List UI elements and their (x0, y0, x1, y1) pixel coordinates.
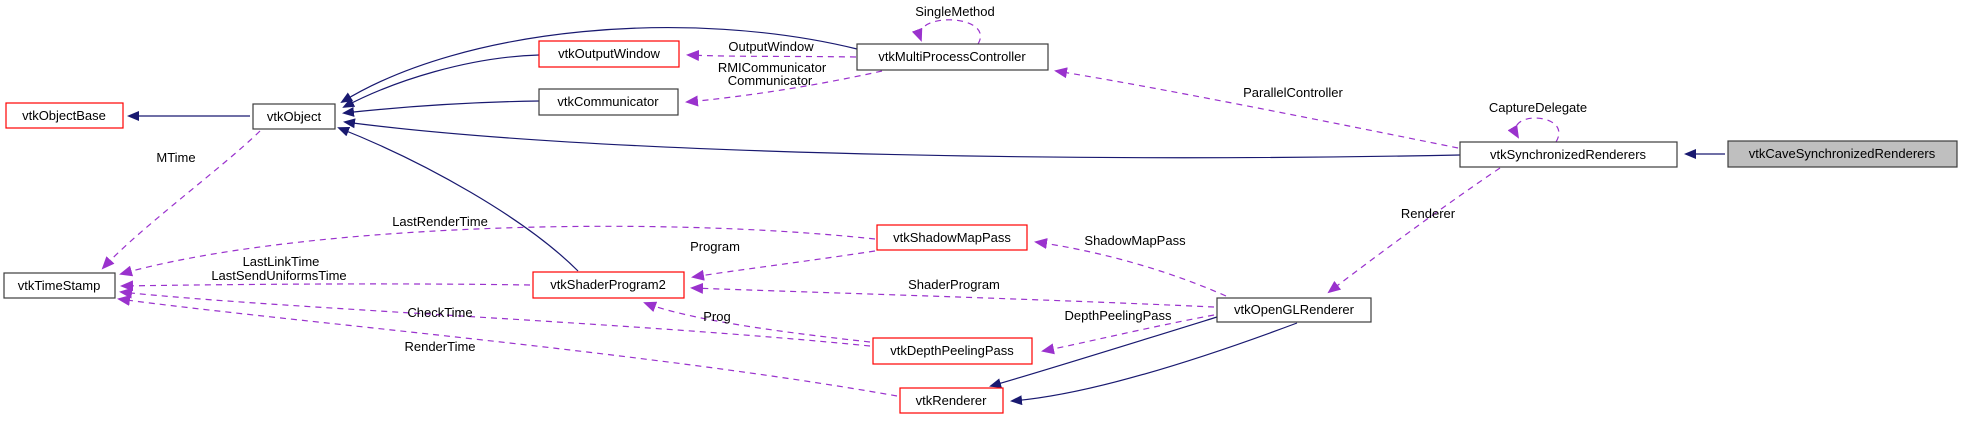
edge-program-member (691, 250, 876, 281)
node-label-vtksynchronizedrenderers: vtkSynchronizedRenderers (1490, 147, 1647, 162)
edge-label-lastsenduniformstime: LastSendUniformsTime (211, 268, 346, 283)
node-label-vtktimestamp: vtkTimeStamp (18, 278, 101, 293)
edge-label-shaderprogram: ShaderProgram (908, 277, 1000, 292)
edge-vtkcommunicator-to-vtkobject (342, 100, 540, 117)
node-vtkshadowmappass[interactable]: vtkShadowMapPass (876, 224, 1028, 251)
node-vtkmultiprocesscontroller[interactable]: vtkMultiProcessController (856, 43, 1049, 71)
node-label-vtkopenglrenderer: vtkOpenGLRenderer (1234, 302, 1355, 317)
node-vtksynchronizedrenderers[interactable]: vtkSynchronizedRenderers (1459, 141, 1678, 168)
edge-vtksynchronizedrenderers-to-vtkobject (343, 118, 1461, 159)
node-label-vtkoutputwindow: vtkOutputWindow (558, 46, 660, 61)
edge-label-renderer: Renderer (1401, 206, 1456, 221)
edge-label-depthpeelingpass: DepthPeelingPass (1065, 308, 1172, 323)
edge-vtkmultiprocesscontroller-to-vtkobject (340, 27, 858, 104)
edge-capturedelegate-selfloop (1507, 117, 1560, 143)
node-label-vtkmultiprocesscontroller: vtkMultiProcessController (878, 49, 1026, 64)
node-vtkcommunicator[interactable]: vtkCommunicator (538, 88, 679, 116)
usage-edges (101, 19, 1560, 397)
edge-label-communicator: Communicator (728, 73, 813, 88)
edge-label-rmicommunicator: RMICommunicator (718, 60, 827, 75)
edge-vtkshaderprogram2-to-vtkobject (337, 127, 579, 272)
node-label-vtkcommunicator: vtkCommunicator (557, 94, 659, 109)
edge-label-lastlinktime: LastLinkTime (243, 254, 320, 269)
node-vtkdepthpeelingpass[interactable]: vtkDepthPeelingPass (872, 337, 1033, 365)
node-vtkoutputwindow[interactable]: vtkOutputWindow (538, 40, 680, 68)
edge-label-lastrendertime: LastRenderTime (392, 214, 488, 229)
node-label-vtkshadowmappass: vtkShadowMapPass (893, 230, 1011, 245)
edge-label-mtime: MTime (156, 150, 195, 165)
edge-label-singlemethod: SingleMethod (915, 4, 995, 19)
node-vtkshaderprogram2[interactable]: vtkShaderProgram2 (532, 271, 685, 299)
node-label-vtkcavesynchronizedrenderers: vtkCaveSynchronizedRenderers (1749, 146, 1936, 161)
node-vtktimestamp[interactable]: vtkTimeStamp (3, 272, 116, 299)
edge-prog-member (643, 301, 871, 343)
nodes: vtkObjectBase vtkObject vtkOutputWindow … (3, 40, 1958, 414)
edge-vtkopenglrenderer-to-vtkrenderer-b (1010, 322, 1298, 406)
edge-depthpeelingpass-member (1041, 314, 1215, 355)
edge-lastlinktime-member (120, 280, 531, 292)
edge-lastrendertime-member (119, 225, 876, 277)
edge-label-shadowmappass: ShadowMapPass (1084, 233, 1186, 248)
edge-vtkoutputwindow-to-vtkobject (342, 54, 540, 108)
edge-outputwindow-member (686, 49, 857, 61)
inheritance-edges (127, 27, 1725, 406)
edge-label-rendertime: RenderTime (404, 339, 475, 354)
node-vtkobjectbase[interactable]: vtkObjectBase (5, 102, 124, 129)
edge-label-parallelcontroller: ParallelController (1243, 85, 1343, 100)
edge-singlemethod-selfloop (911, 19, 981, 45)
edge-shadowmappass-member (1034, 238, 1227, 297)
node-vtkcavesynchronizedrenderers: vtkCaveSynchronizedRenderers (1727, 140, 1958, 168)
node-label-vtkobjectbase: vtkObjectBase (22, 108, 106, 123)
node-label-vtkobject: vtkObject (267, 109, 322, 124)
node-label-vtkdepthpeelingpass: vtkDepthPeelingPass (890, 343, 1014, 358)
edge-checktime-member (119, 287, 871, 347)
edge-label-outputwindow: OutputWindow (728, 39, 814, 54)
edge-parallelcontroller-member (1054, 67, 1459, 149)
edge-renderer-member (1327, 167, 1501, 294)
edge-label-capturedelegate: CaptureDelegate (1489, 100, 1587, 115)
edge-mtime-member (101, 130, 261, 270)
node-vtkobject[interactable]: vtkObject (252, 103, 336, 130)
node-label-vtkrenderer: vtkRenderer (916, 393, 987, 408)
node-label-vtkshaderprogram2: vtkShaderProgram2 (550, 277, 666, 292)
edge-vtkopenglrenderer-to-vtkrenderer-a (989, 316, 1218, 389)
edge-communicator-member (685, 70, 883, 107)
node-vtkopenglrenderer[interactable]: vtkOpenGLRenderer (1216, 297, 1372, 323)
node-vtkrenderer[interactable]: vtkRenderer (899, 387, 1004, 414)
edge-labels: SingleMethod OutputWindow RMICommunicato… (156, 4, 1587, 354)
edge-label-checktime: CheckTime (407, 305, 472, 320)
edge-label-program: Program (690, 239, 740, 254)
edge-label-prog: Prog (703, 309, 730, 324)
edge-rendertime-member (117, 295, 898, 397)
